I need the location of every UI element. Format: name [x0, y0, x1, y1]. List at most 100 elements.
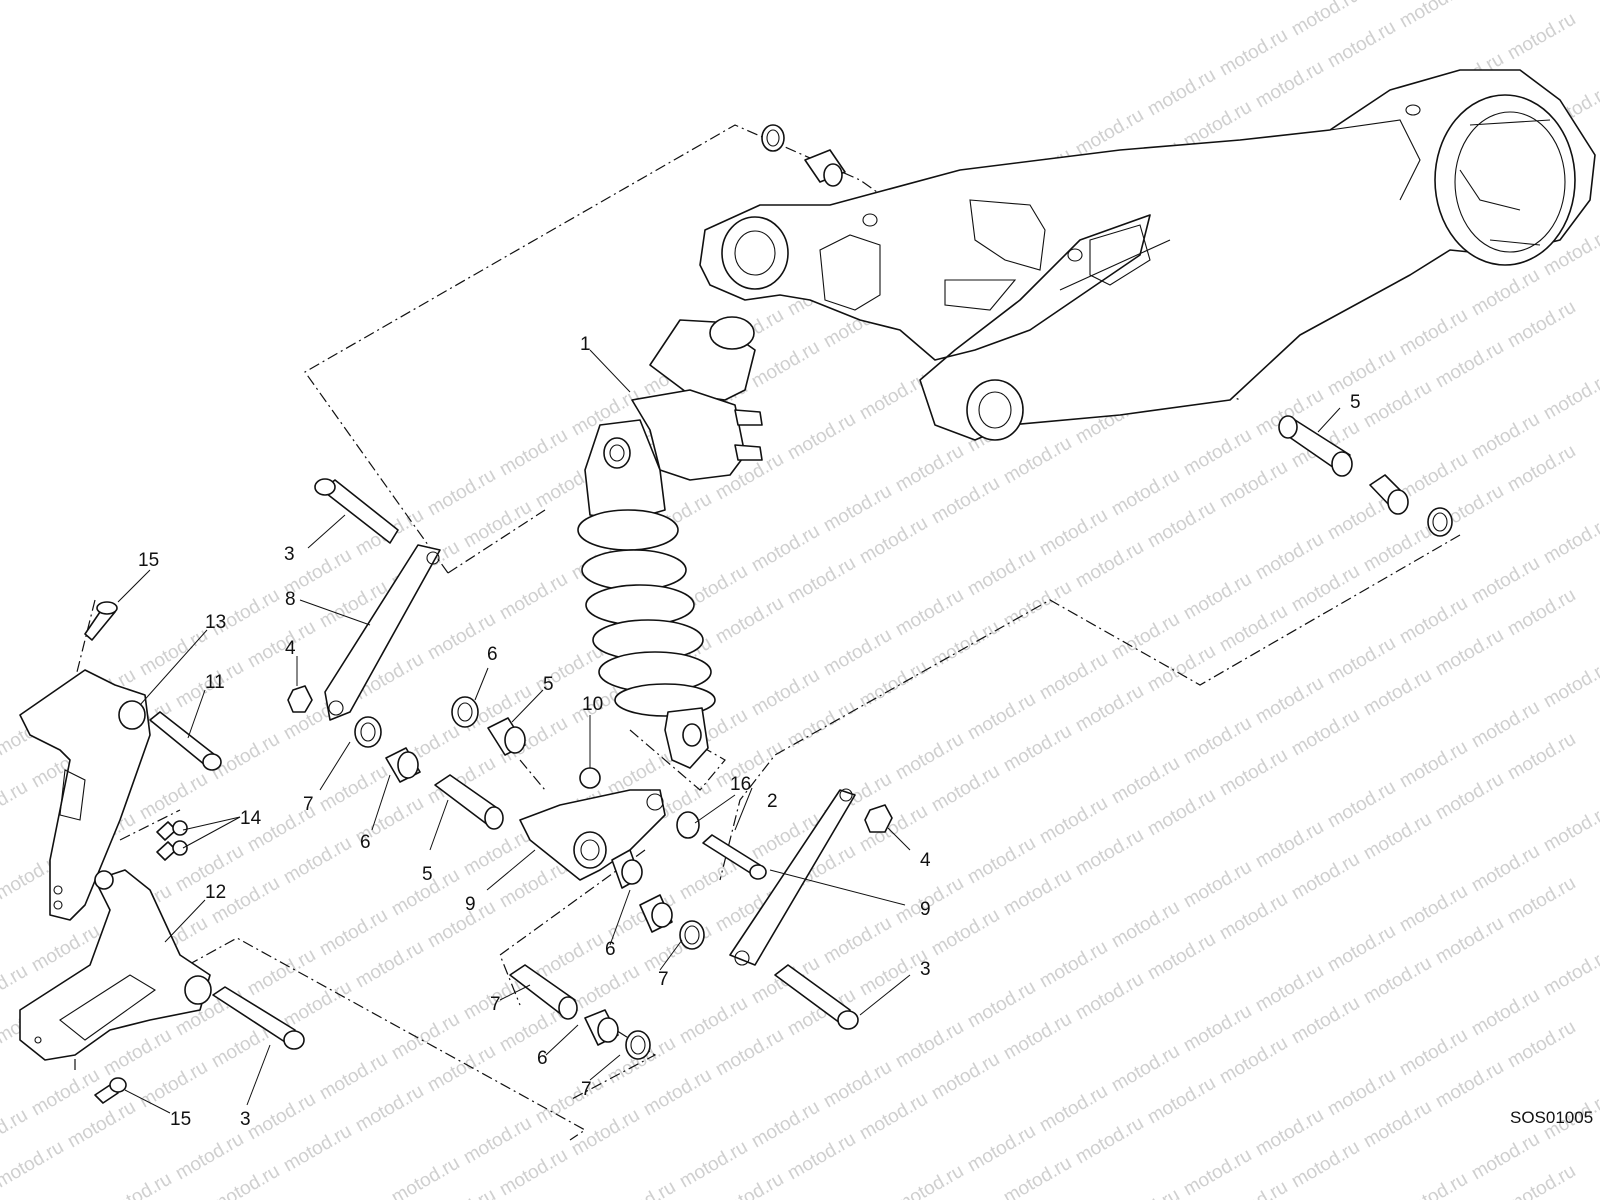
callout-10: 9: [465, 894, 476, 915]
watermark-text: motod.ru: [496, 569, 571, 625]
watermark-text: motod.ru: [676, 1137, 751, 1193]
watermark-text: motod.ru: [1396, 305, 1471, 361]
watermark-text: motod.ru: [172, 1129, 247, 1185]
watermark-text: motod.ru: [1360, 377, 1435, 433]
watermark-text: motod.ru: [1216, 1177, 1291, 1200]
watermark-text: motod.ru: [856, 657, 931, 713]
watermark-text: motod.ru: [640, 1065, 715, 1121]
watermark-text: motod.ru: [1360, 1097, 1435, 1153]
watermark-text: motod.ru: [136, 769, 211, 825]
watermark-text: motod.ru: [820, 913, 895, 969]
watermark-text: motod.ru: [136, 1057, 211, 1113]
watermark-text: motod.ru: [964, 833, 1039, 889]
watermark-text: motod.ru: [1144, 497, 1219, 553]
upper-link-assembly: [287, 478, 441, 783]
watermark-text: motod.ru: [676, 993, 751, 1049]
leader-lines: [117, 349, 1341, 1114]
bracket-assembly: [19, 601, 305, 1104]
callout-13: 12: [205, 882, 226, 903]
watermark-text: motod.ru: [964, 1121, 1039, 1177]
watermark-text: motod.ru: [1288, 993, 1363, 1049]
callout-7: 7: [581, 1079, 592, 1100]
callout-17: 16: [730, 774, 751, 795]
watermark-text: motod.ru: [1216, 889, 1291, 945]
watermark-text: motod.ru: [460, 825, 535, 881]
watermark-text: motod.ru: [1432, 1057, 1507, 1113]
watermark-text: motod.ru: [1396, 737, 1471, 793]
callout-9: 9: [920, 899, 931, 920]
watermark-text: motod.ru: [748, 1097, 823, 1153]
watermark-text: motod.ru: [1180, 1145, 1255, 1200]
watermark-text: motod.ru: [100, 1169, 175, 1200]
callout-3: 3: [240, 1109, 251, 1130]
watermark-text: motod.ru: [1036, 649, 1111, 705]
swingarm: [699, 69, 1596, 441]
watermark-text: motod.ru: [1540, 369, 1600, 425]
watermark-text: motod.ru: [928, 473, 1003, 529]
watermark-text: motod.ru: [784, 409, 859, 465]
watermark-text: motod.ru: [892, 1161, 967, 1200]
watermark-text: motod.ru: [1180, 569, 1255, 625]
upper-bushing-group: [761, 124, 846, 187]
watermark-text: motod.ru: [1108, 1041, 1183, 1097]
callout-11: 10: [582, 694, 603, 715]
right-bushing-group: [1278, 415, 1453, 537]
watermark-text: motod.ru: [136, 625, 211, 681]
watermark-text: motod.ru: [1504, 873, 1579, 929]
watermark-text: motod.ru: [496, 1145, 571, 1200]
watermark-text: motod.ru: [1504, 1161, 1579, 1200]
watermark-text: motod.ru: [1252, 57, 1327, 113]
watermark-text: motod.ru: [568, 961, 643, 1017]
watermark-text: motod.ru: [1396, 0, 1471, 32]
watermark-text: motod.ru: [1072, 681, 1147, 737]
watermark-text: motod.ru: [0, 777, 31, 833]
watermark-text: motod.ru: [1036, 1081, 1111, 1137]
watermark-text: motod.ru: [1432, 337, 1507, 393]
watermark-text: motod.ru: [1288, 705, 1363, 761]
watermark-text: motod.ru: [1144, 785, 1219, 841]
watermark-text: motod.ru: [1072, 537, 1147, 593]
watermark-text: motod.ru: [568, 1105, 643, 1161]
watermark-text: motod.ru: [892, 441, 967, 497]
callout-7: 7: [658, 969, 669, 990]
watermark-text: motod.ru: [280, 977, 355, 1033]
watermark-text: motod.ru: [1036, 793, 1111, 849]
watermark-text: motod.ru: [280, 1121, 355, 1177]
watermark-text: motod.ru: [1000, 721, 1075, 777]
rocker-assembly: [434, 696, 705, 1060]
watermark-text: motod.ru: [1180, 713, 1255, 769]
watermark-text: motod.ru: [892, 729, 967, 785]
watermark-text: motod.ru: [1144, 929, 1219, 985]
watermark-text: motod.ru: [1216, 25, 1291, 81]
watermark-text: motod.ru: [244, 617, 319, 673]
watermark-text: motod.ru: [1432, 913, 1507, 969]
callout-16: 15: [138, 550, 159, 571]
watermark-text: motod.ru: [532, 1073, 607, 1129]
watermark-text: motod.ru: [316, 1049, 391, 1105]
watermark-text: motod.ru: [928, 761, 1003, 817]
watermark-text: motod.ru: [1504, 441, 1579, 497]
callout-12: 11: [205, 672, 225, 693]
watermark-text: motod.ru: [892, 1017, 967, 1073]
watermark-text: motod.ru: [1144, 1073, 1219, 1129]
shock-absorber: [577, 316, 763, 769]
watermark-text: motod.ru: [1144, 65, 1219, 121]
watermark-text: motod.ru: [460, 497, 535, 553]
watermark-text: motod.ru: [856, 801, 931, 857]
watermark-text: motod.ru: [856, 1089, 931, 1145]
callout-15: 15: [170, 1109, 191, 1130]
callout-7: 7: [303, 794, 314, 815]
watermark-text: motod.ru: [1324, 17, 1399, 73]
callout-9: 8: [285, 589, 296, 610]
watermark-text: motod.ru: [316, 761, 391, 817]
watermark-text: motod.ru: [964, 977, 1039, 1033]
watermark-text: motod.ru: [280, 833, 355, 889]
watermark-text: motod.ru: [424, 897, 499, 953]
watermark-text: motod.ru: [1324, 777, 1399, 833]
watermark-text: motod.ru: [1072, 1113, 1147, 1169]
watermark-text: motod.ru: [1396, 1169, 1471, 1200]
watermark-text: motod.ru: [820, 481, 895, 537]
watermark-text: motod.ru: [784, 1129, 859, 1185]
watermark-text: motod.ru: [1468, 409, 1543, 465]
watermark-text: motod.ru: [928, 1049, 1003, 1105]
